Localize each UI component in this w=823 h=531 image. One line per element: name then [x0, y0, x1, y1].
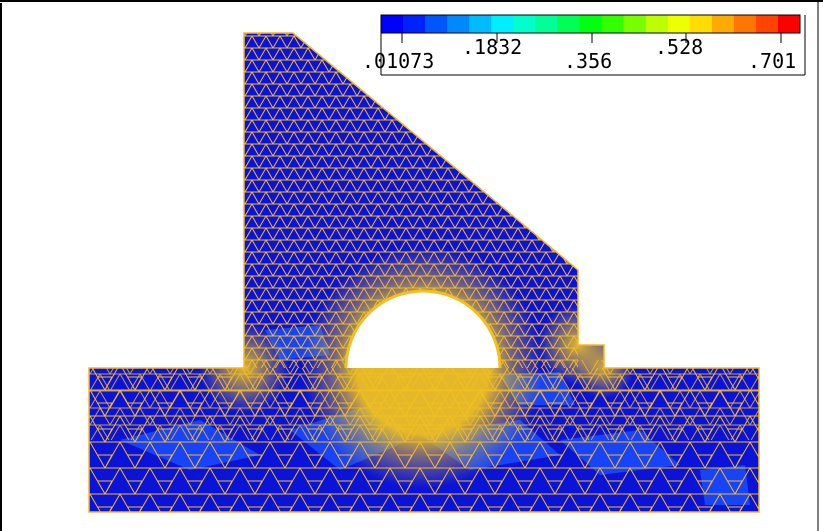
colorbar-swatch [667, 15, 691, 33]
colorbar-swatch [381, 15, 404, 33]
colorbar-swatch [689, 15, 713, 33]
colorbar-tick-label: .1832 [462, 35, 522, 59]
colorbar-swatch [491, 15, 514, 33]
arch-refinement [298, 243, 548, 493]
arch-outline [344, 289, 502, 369]
colorbar-swatch [513, 15, 536, 33]
colorbar-swatch [469, 15, 492, 33]
colorbar-swatch [579, 15, 603, 33]
colorbar-swatch [711, 15, 735, 33]
colorbar-swatch [535, 15, 558, 33]
colorbar-tick-label: .701 [748, 49, 796, 73]
colorbar-swatch [557, 15, 580, 33]
colorbar-tick-label: .01073 [362, 49, 434, 73]
mesh-outline [88, 32, 760, 513]
colorbar-tick-label: .356 [564, 49, 612, 73]
colorbar-swatch [623, 15, 647, 33]
colorbar-swatch [733, 15, 757, 33]
colorbar-border [380, 14, 801, 34]
colorbar-swatch [755, 15, 779, 33]
colorbar-swatch [777, 15, 801, 33]
colorbar-swatch [601, 15, 625, 33]
colorbar-swatch [447, 15, 470, 33]
mesh-body [89, 33, 759, 512]
colorbar-swatch [403, 15, 426, 33]
colorbar-swatches [381, 15, 801, 33]
colorbar-ticks [401, 33, 782, 43]
colorbar-swatch [425, 15, 448, 33]
colorbar-legend: .01073 .1832 .356 .528 .701 [362, 14, 806, 76]
colorbar-tick-label: .528 [655, 35, 703, 59]
colorbar-swatch [645, 15, 669, 33]
